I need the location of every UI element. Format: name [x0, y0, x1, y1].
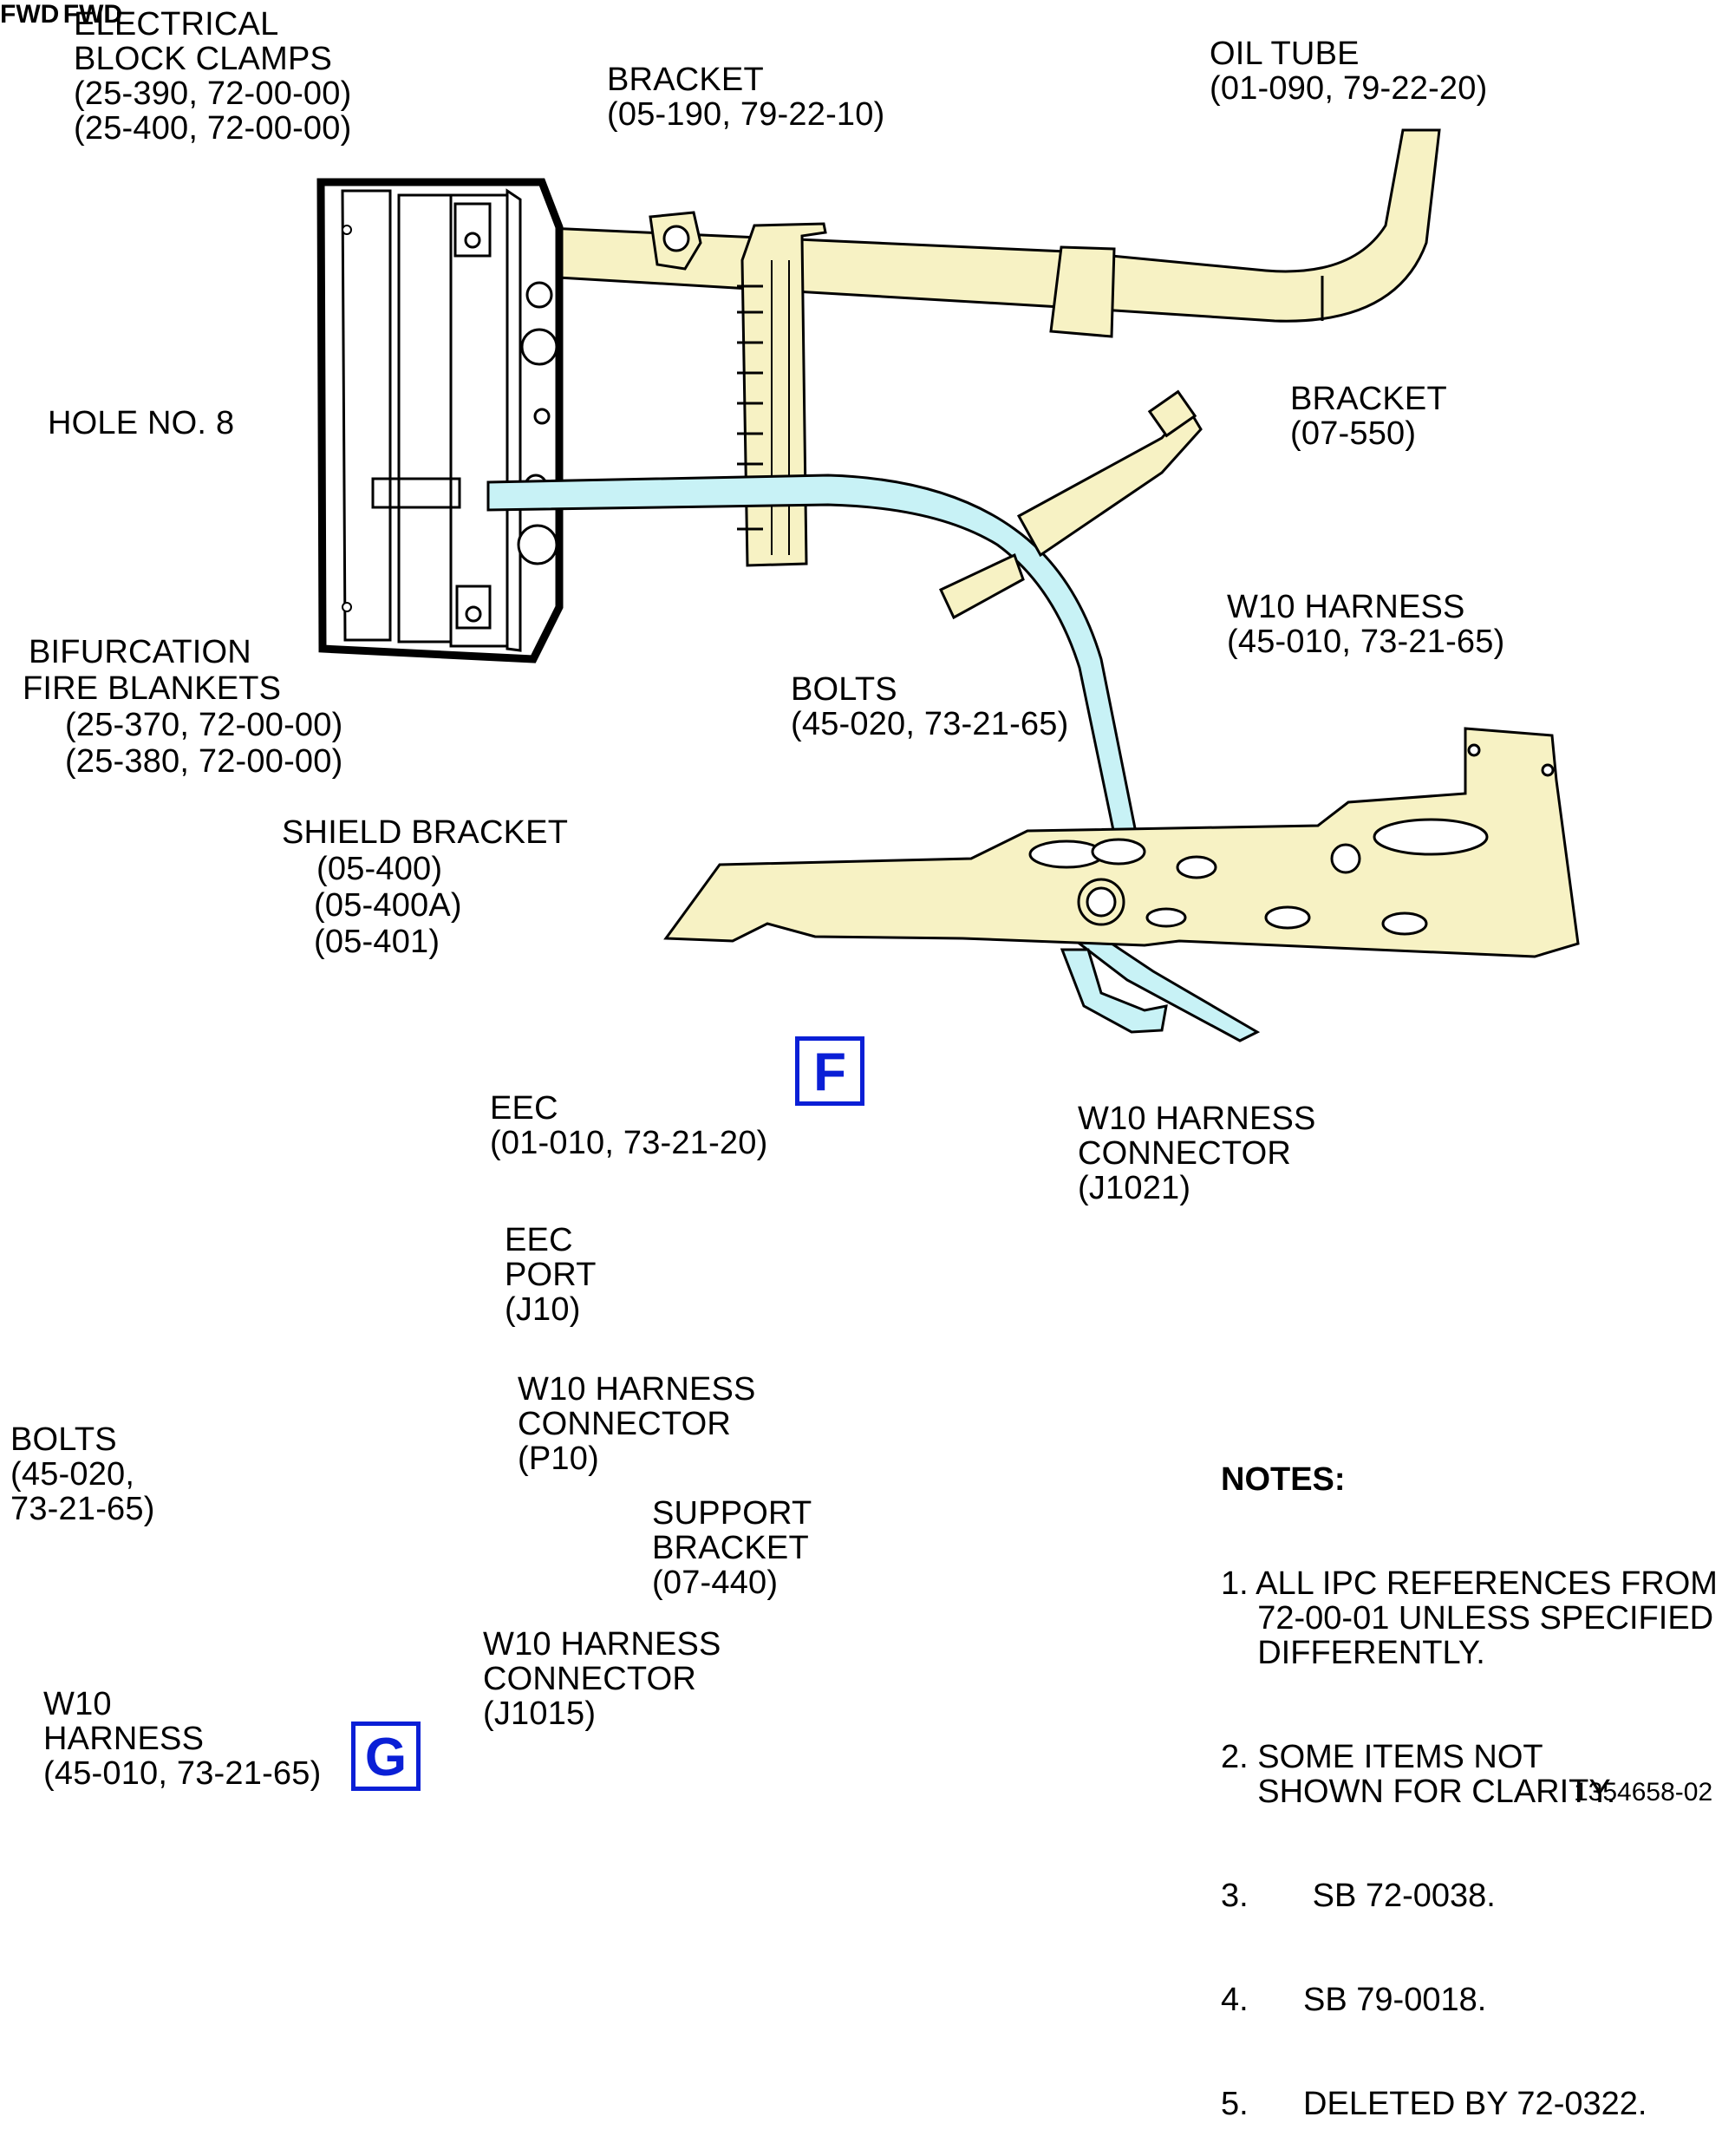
- engine-installation-illustration: [316, 128, 1580, 1042]
- label-w10-connector-p10: W10 HARNESS CONNECTOR (P10): [518, 1371, 756, 1477]
- label-support-bracket: SUPPORT BRACKET (07-440): [652, 1495, 812, 1601]
- fwd-label-bottom: FWD: [62, 0, 123, 29]
- label-bolts-top: BOLTS (45-020, 73-21-65): [791, 671, 1069, 742]
- fwd-arrow-bottom: FWD: [63, 0, 122, 29]
- fwd-arrow-top: FWD: [0, 0, 63, 29]
- label-bolts-bottom: BOLTS (45-020, 73-21-65): [10, 1421, 155, 1527]
- label-hole-no-8: HOLE NO. 8: [48, 405, 235, 441]
- label-fire-blankets-ref2: (25-380, 72-00-00): [65, 743, 343, 780]
- note-3: 3. SB 72-0038.: [1221, 1878, 1496, 1914]
- label-bracket-05-190: BRACKET (05-190, 79-22-10): [607, 62, 885, 133]
- notes-title: NOTES:: [1221, 1461, 1346, 1498]
- view-g-tag: G: [351, 1722, 421, 1791]
- electrical-block-clamps: [316, 178, 564, 663]
- label-bifurcation: BIFURCATION: [29, 634, 251, 670]
- label-electrical-block-clamps: ELECTRICAL BLOCK CLAMPS (25-390, 72-00-0…: [74, 6, 352, 147]
- label-w10-connector-j1015: W10 HARNESS CONNECTOR (J1015): [483, 1626, 721, 1732]
- label-w10-harness-bottom: W10 HARNESS (45-010, 73-21-65): [43, 1686, 322, 1792]
- label-fire-blankets-ref1: (25-370, 72-00-00): [65, 707, 343, 743]
- w10-connector-j1021: [1060, 948, 1168, 1034]
- note-5: 5. DELETED BY 72-0322.: [1221, 2086, 1647, 2122]
- fwd-label-top: FWD: [0, 0, 60, 29]
- shield-bracket: [663, 727, 1580, 958]
- label-bracket-07-550: BRACKET (07-550): [1290, 381, 1447, 452]
- label-eec-port: EEC PORT (J10): [505, 1222, 597, 1328]
- label-oil-tube: OIL TUBE (01-090, 79-22-20): [1210, 36, 1488, 107]
- label-shield-bracket-ref1: (05-400): [316, 851, 443, 887]
- note-4: 4. SB 79-0018.: [1221, 1982, 1487, 2018]
- label-fire-blankets: FIRE BLANKETS: [23, 670, 282, 707]
- label-eec: EEC (01-010, 73-21-20): [490, 1090, 768, 1161]
- w10-harness-top: [486, 474, 1261, 1042]
- view-f-tag: F: [795, 1036, 864, 1106]
- label-w10-harness-top: W10 HARNESS (45-010, 73-21-65): [1227, 589, 1505, 660]
- label-shield-bracket-ref3: (05-401): [314, 924, 440, 960]
- bracket-07-550: [939, 389, 1203, 620]
- note-1: 1. ALL IPC REFERENCES FROM 72-00-01 UNLE…: [1221, 1565, 1718, 1671]
- label-w10-connector-j1021: W10 HARNESS CONNECTOR (J1021): [1078, 1101, 1316, 1206]
- label-shield-bracket: SHIELD BRACKET: [282, 814, 569, 851]
- note-2: 2. SOME ITEMS NOT SHOWN FOR CLARITY.: [1221, 1739, 1616, 1810]
- label-shield-bracket-ref2: (05-400A): [314, 887, 462, 924]
- notes-block: NOTES: 1. ALL IPC REFERENCES FROM 72-00-…: [1221, 1393, 1718, 2156]
- figure-number: 1354658-02: [1574, 1778, 1713, 1806]
